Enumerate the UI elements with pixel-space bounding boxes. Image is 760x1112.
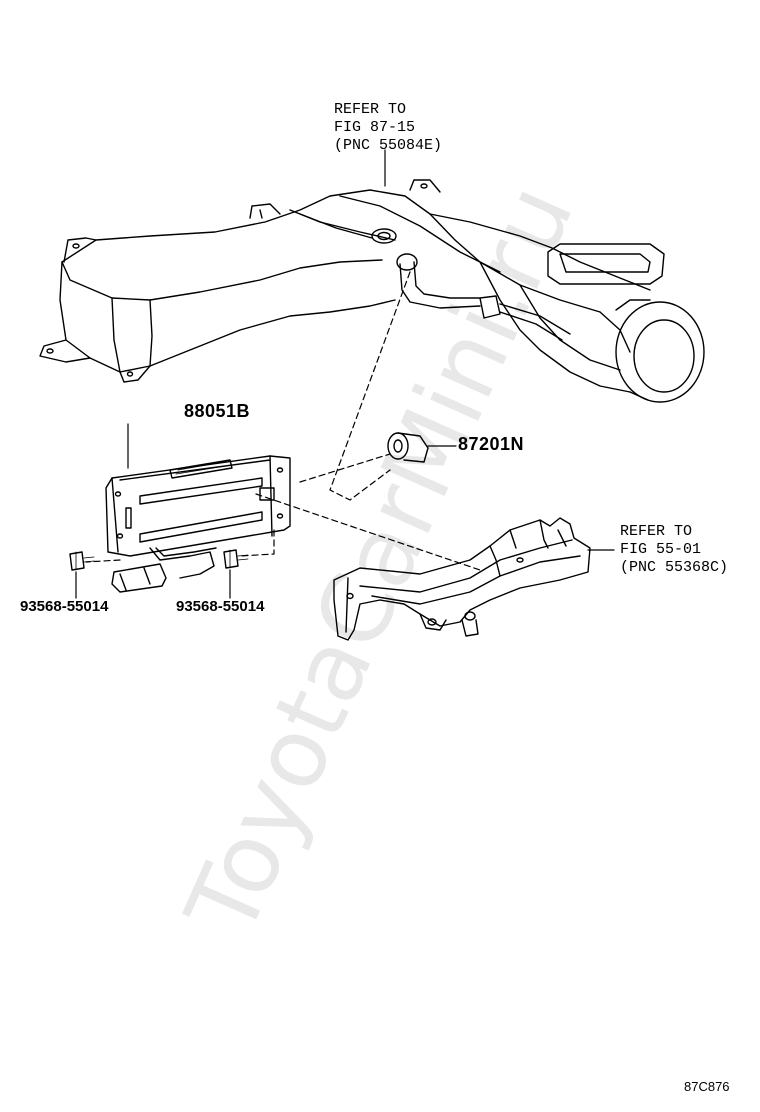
part-label-screw-left: 93568-55014 <box>20 598 109 615</box>
bracket-refer-line3: (PNC 55368C) <box>620 559 729 576</box>
assembly-lines <box>85 271 481 571</box>
bracket-refer-line1: REFER TO <box>620 523 693 540</box>
mounting-bracket <box>333 517 615 641</box>
diagram-code: 87C876 <box>684 1079 730 1094</box>
air-duct <box>39 149 705 403</box>
part-label-sensor: 87201N <box>458 434 525 454</box>
part-label-control-panel: 88051B <box>184 401 251 421</box>
screw-left <box>69 551 95 599</box>
sensor-grommet <box>387 432 457 463</box>
screw-right <box>223 549 249 599</box>
duct-refer-line3: (PNC 55084E) <box>334 137 443 154</box>
bracket-refer-line2: FIG 55-01 <box>620 541 702 558</box>
part-label-screw-right: 93568-55014 <box>176 598 265 615</box>
duct-refer-line2: FIG 87-15 <box>334 119 416 136</box>
duct-refer-line1: REFER TO <box>334 101 407 118</box>
control-panel-unit <box>105 455 291 593</box>
